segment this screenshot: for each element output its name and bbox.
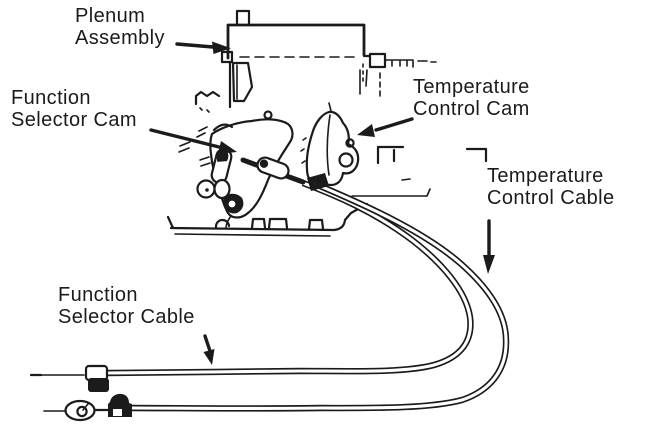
label-line: Selector Cam [11,109,137,131]
function-selector-cam-arrow [149,128,237,154]
label-line: Control Cam [413,98,530,120]
label-arrows [149,41,495,365]
label-line: Function [11,87,91,109]
cable-grommet [84,364,109,382]
housing-base [166,202,369,232]
temperature-control-cam-arrow [357,117,414,137]
temp-cable-clamp [307,173,329,191]
plenum-assembly-arrow [175,41,231,54]
function-selector-cable [105,180,474,377]
temperature-control-cam-drawing [300,110,360,187]
plenum-top-tab [235,9,251,27]
label-plenum-assembly: Plenum Assembly [75,5,165,49]
cam-pivot-knob [263,110,273,120]
temp-cam-shape [305,110,360,187]
label-temperature-control-cam: Temperature Control Cam [413,76,530,120]
label-line: Temperature [487,165,604,187]
label-temperature-control-cable: Temperature Control Cable [487,165,615,209]
plenum-box-outline [226,23,366,60]
label-line: Plenum [75,5,146,27]
label-line: Assembly [75,27,165,49]
label-function-selector-cable: Function Selector Cable [58,284,195,328]
cables-drawing [105,156,510,412]
temperature-control-cable-arrow [483,219,495,274]
plenum-assembly-drawing [166,9,488,237]
function-selector-cam-drawing [196,110,294,229]
function-selector-cable-arrow [203,334,215,365]
cable-end-connectors [29,364,132,422]
label-function-selector-cam: Function Selector Cam [11,87,137,131]
label-line: Selector Cable [58,306,195,328]
cable-eyelet [64,399,96,422]
label-line: Control Cable [487,187,615,209]
label-line: Temperature [413,76,530,98]
cable-barrel-fitting [256,156,290,180]
label-line: Function [58,284,138,306]
duct-funnel [231,61,254,103]
